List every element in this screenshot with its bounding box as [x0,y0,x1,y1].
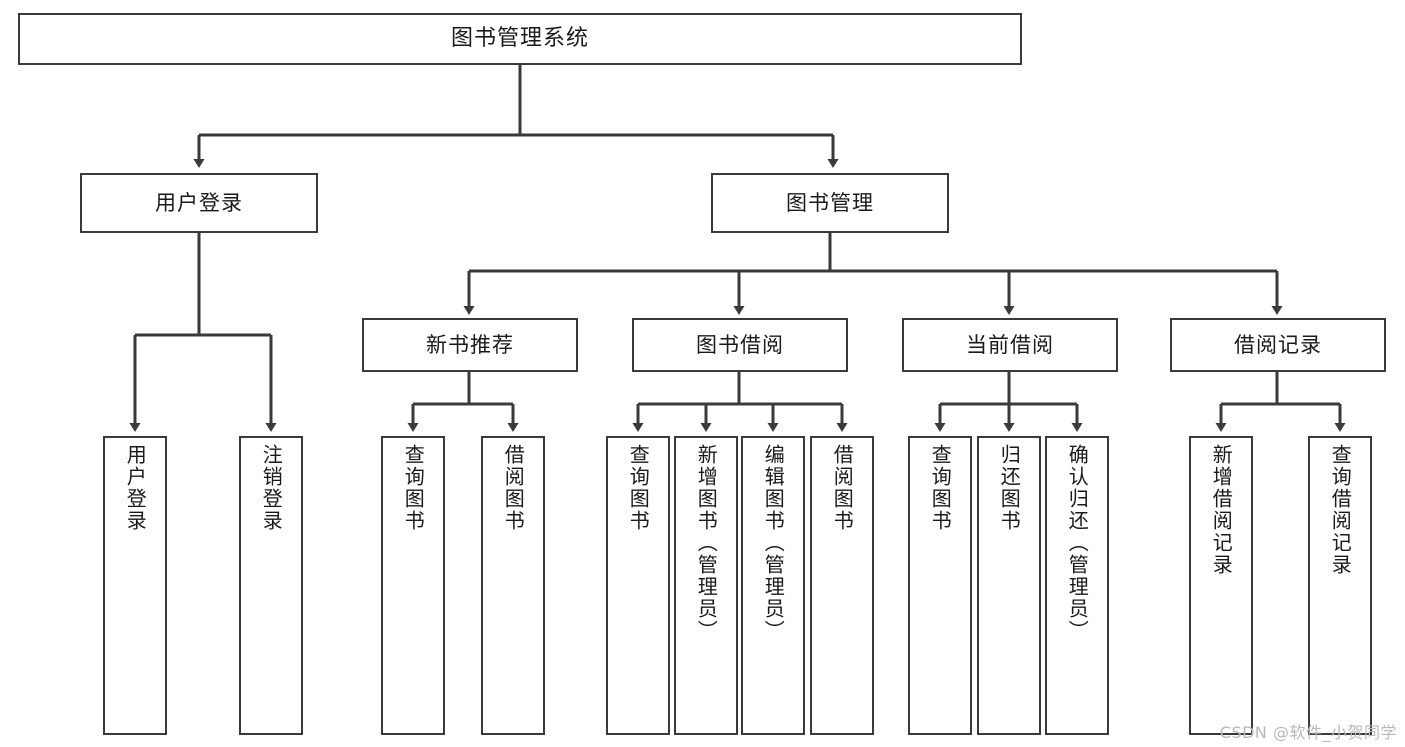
node-leaf-logout[interactable]: 注销登录 [239,436,303,735]
node-leaf-return-book[interactable]: 归还图书 [977,436,1041,735]
node-leaf-edit-book[interactable]: 编辑图书（管理员） [741,436,805,735]
node-leaf-return-book-label: 归还图书 [997,444,1022,532]
node-root[interactable]: 图书管理系统 [18,13,1022,65]
node-leaf-borrow-book-1[interactable]: 借阅图书 [481,436,545,735]
node-book-manage[interactable]: 图书管理 [711,173,949,233]
node-leaf-query-book-1-label: 查询图书 [401,444,426,532]
node-borrow-record[interactable]: 借阅记录 [1170,318,1386,372]
node-user-login[interactable]: 用户登录 [80,173,318,233]
node-book-borrow-label: 图书借阅 [696,332,784,357]
node-leaf-query-book-3-label: 查询图书 [928,444,953,532]
node-current-borrow-label: 当前借阅 [966,332,1054,357]
node-borrow-record-label: 借阅记录 [1234,332,1322,357]
node-leaf-query-book-1[interactable]: 查询图书 [381,436,445,735]
node-leaf-logout-label: 注销登录 [259,444,284,532]
node-leaf-query-record-label: 查询借阅记录 [1328,444,1353,576]
node-leaf-edit-book-label: 编辑图书（管理员） [761,444,786,642]
node-user-login-label: 用户登录 [155,190,243,215]
node-leaf-confirm-return-label: 确认归还（管理员） [1065,444,1090,642]
node-leaf-query-book-2[interactable]: 查询图书 [606,436,670,735]
node-new-book-recommend-label: 新书推荐 [426,332,514,357]
node-book-manage-label: 图书管理 [786,190,874,215]
node-leaf-add-record[interactable]: 新增借阅记录 [1189,436,1253,735]
node-book-borrow[interactable]: 图书借阅 [632,318,848,372]
csdn-watermark: CSDN @软件_小贺同学 [1219,723,1397,742]
node-leaf-add-book-label: 新增图书（管理员） [694,444,719,642]
node-leaf-borrow-book-2[interactable]: 借阅图书 [810,436,874,735]
node-leaf-confirm-return[interactable]: 确认归还（管理员） [1045,436,1109,735]
node-leaf-borrow-book-2-label: 借阅图书 [830,444,855,532]
node-leaf-add-record-label: 新增借阅记录 [1209,444,1234,576]
node-leaf-add-book[interactable]: 新增图书（管理员） [674,436,738,735]
node-leaf-user-login-label: 用户登录 [123,444,148,532]
node-leaf-borrow-book-1-label: 借阅图书 [501,444,526,532]
node-leaf-user-login[interactable]: 用户登录 [103,436,167,735]
node-leaf-query-record[interactable]: 查询借阅记录 [1308,436,1372,735]
node-leaf-query-book-3[interactable]: 查询图书 [908,436,972,735]
node-current-borrow[interactable]: 当前借阅 [902,318,1118,372]
node-new-book-recommend[interactable]: 新书推荐 [362,318,578,372]
node-root-label: 图书管理系统 [450,26,589,52]
node-leaf-query-book-2-label: 查询图书 [626,444,651,532]
